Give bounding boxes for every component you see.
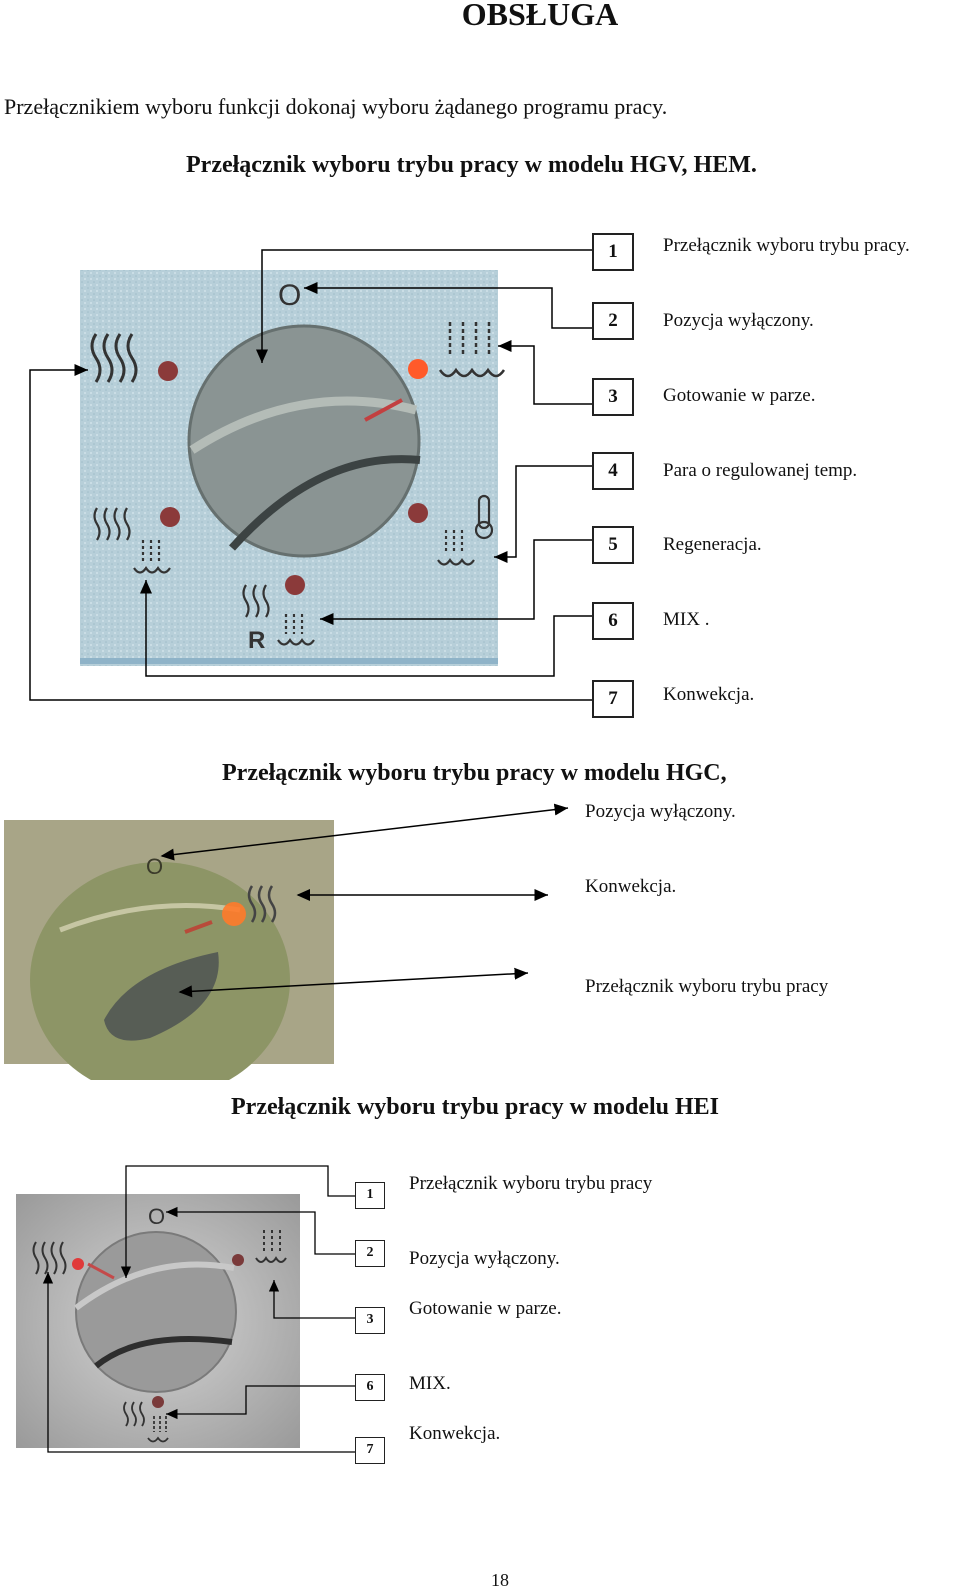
callout-label-1: Przełącznik wyboru trybu pracy. bbox=[663, 235, 910, 256]
callout-label-6: MIX . bbox=[663, 609, 710, 630]
hei-callout-label-6: MIX. bbox=[409, 1373, 451, 1394]
off-position-mark: O bbox=[146, 854, 163, 879]
hgc-label-convection: Konwekcja. bbox=[585, 876, 677, 897]
hgc-label-off: Pozycja wyłączony. bbox=[585, 801, 736, 822]
mode-knob bbox=[75, 1231, 237, 1393]
steam-temperature-icon bbox=[437, 494, 494, 566]
hgc-label-selector: Przełącznik wyboru trybu pracy bbox=[585, 976, 829, 997]
page-number: 18 bbox=[491, 1570, 509, 1590]
callout-label-2: Pozycja wyłączony. bbox=[663, 310, 814, 331]
hei-callout-label-3: Gotowanie w parze. bbox=[409, 1298, 562, 1319]
section-heading-hgv-hem: Przełącznik wyboru trybu pracy w modelu … bbox=[186, 152, 757, 178]
hgv-hem-control-panel-figure: R O bbox=[29, 249, 592, 701]
off-position-mark: O bbox=[278, 279, 301, 312]
hei-callout-label-2: Pozycja wyłączony. bbox=[409, 1248, 560, 1269]
hei-callout-number-2: 2 bbox=[355, 1240, 385, 1267]
convection-icon bbox=[90, 333, 138, 383]
callout-number-6: 6 bbox=[592, 602, 634, 640]
callout-number-7: 7 bbox=[592, 680, 634, 718]
callout-number-1: 1 bbox=[592, 233, 634, 271]
off-position-mark: O bbox=[148, 1204, 165, 1229]
hei-callout-number-6: 6 bbox=[355, 1374, 385, 1401]
hei-callout-label-1: Przełącznik wyboru trybu pracy bbox=[409, 1173, 653, 1194]
section-heading-hgc: Przełącznik wyboru trybu pracy w modelu … bbox=[222, 760, 727, 786]
mix-icon bbox=[93, 507, 171, 574]
steam-icon bbox=[438, 322, 506, 378]
hei-callout-label-7: Konwekcja. bbox=[409, 1423, 501, 1444]
callout-number-3: 3 bbox=[592, 378, 634, 416]
steam-icon bbox=[255, 1230, 287, 1263]
callout-label-4: Para o regulowanej temp. bbox=[663, 460, 858, 481]
hgc-control-panel-figure: O bbox=[4, 803, 569, 1080]
hei-callout-number-3: 3 bbox=[355, 1307, 385, 1334]
page-title: OBSŁUGA bbox=[461, 0, 619, 32]
intro-text: Przełącznikiem wyboru funkcji dokonaj wy… bbox=[4, 94, 668, 119]
convection-icon bbox=[247, 885, 277, 923]
convection-icon bbox=[32, 1241, 67, 1275]
callout-number-5: 5 bbox=[592, 526, 634, 564]
hei-callout-number-7: 7 bbox=[355, 1437, 385, 1464]
hei-callout-number-1: 1 bbox=[355, 1182, 385, 1209]
callout-number-4: 4 bbox=[592, 452, 634, 490]
regeneration-icon bbox=[242, 584, 315, 646]
callout-number-2: 2 bbox=[592, 302, 634, 340]
callout-label-7: Konwekcja. bbox=[663, 684, 755, 705]
hei-control-panel-figure: O bbox=[16, 1165, 355, 1453]
callout-label-3: Gotowanie w parze. bbox=[663, 385, 816, 406]
mode-knob bbox=[187, 324, 421, 558]
regeneration-mark: R bbox=[248, 627, 265, 654]
callout-label-5: Regeneracja. bbox=[663, 534, 762, 555]
section-heading-hei: Przełącznik wyboru trybu pracy w modelu … bbox=[231, 1094, 719, 1120]
